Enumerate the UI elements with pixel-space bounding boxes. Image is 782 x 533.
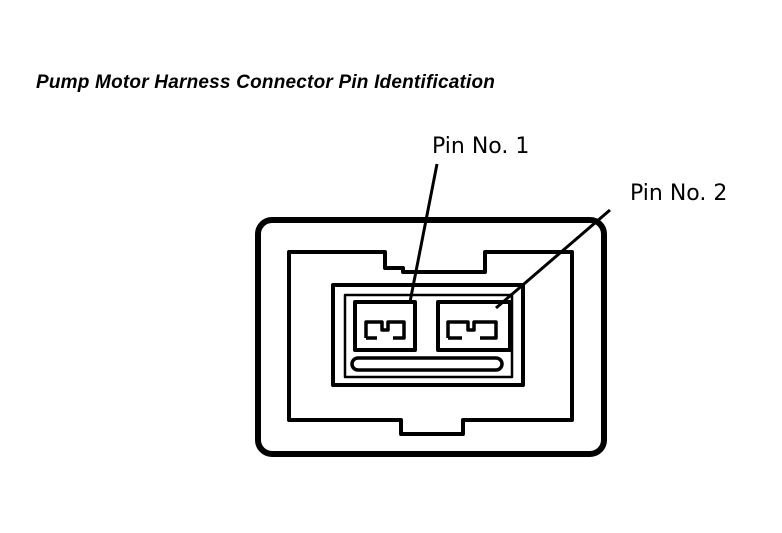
- connector-housing-inner: [287, 250, 574, 436]
- pin-2-leader: [495, 208, 611, 310]
- terminal-cavity: [331, 283, 525, 387]
- connector-housing-outer: [255, 217, 607, 457]
- pin-2-terminal: [446, 320, 498, 340]
- pin-2-housing: [436, 300, 512, 352]
- diagram-title: Pump Motor Harness Connector Pin Identif…: [36, 72, 496, 93]
- pin-1-leader: [408, 163, 439, 303]
- pin-1-housing: [353, 300, 417, 352]
- pin-2-label: Pin No. 2: [630, 181, 728, 206]
- pin-1-terminal: [364, 320, 406, 340]
- pin-1-label: Pin No. 1: [432, 134, 530, 159]
- locking-slot: [350, 356, 504, 372]
- terminal-cavity-inner: [343, 293, 514, 379]
